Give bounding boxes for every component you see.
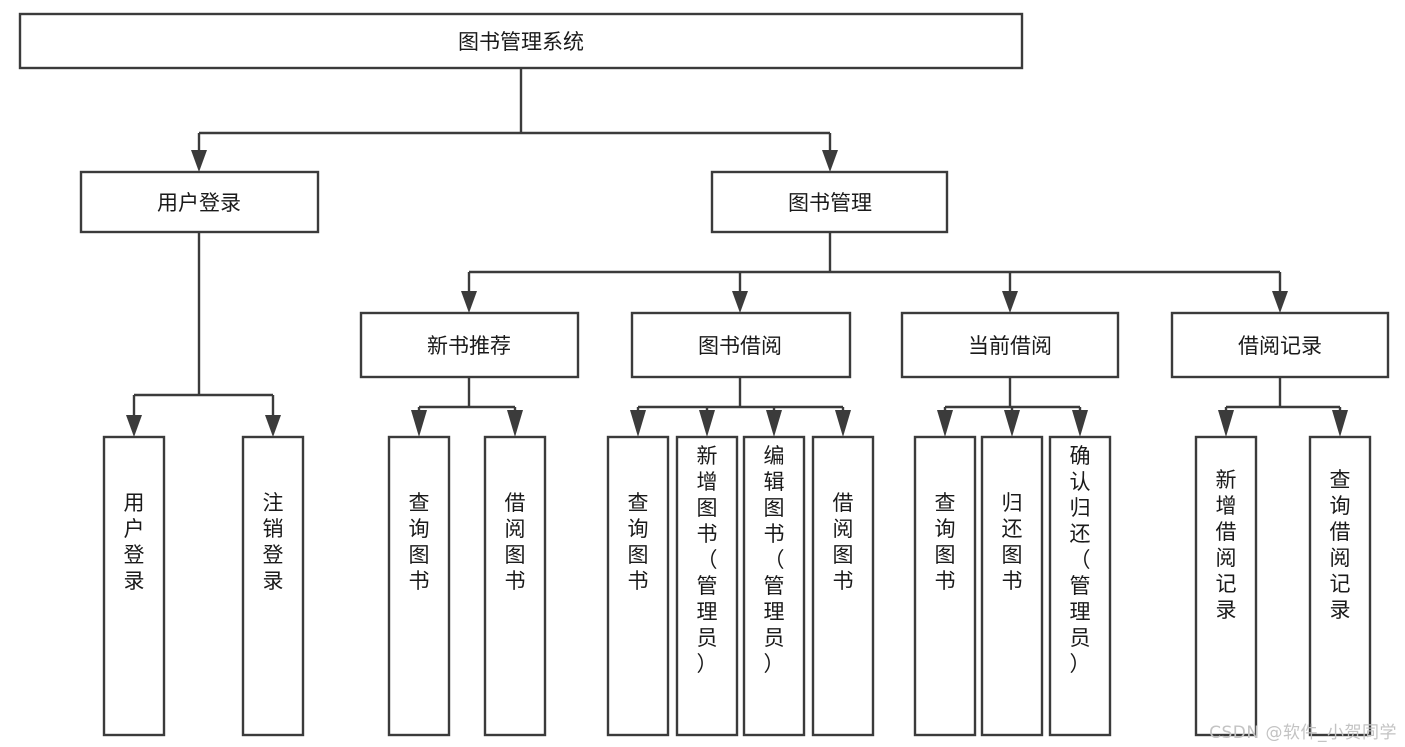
leaf-logout-box[interactable] bbox=[241, 435, 305, 737]
arrow-head-icon bbox=[1272, 291, 1288, 313]
leaf-logout[interactable]: 注销登录 bbox=[241, 435, 305, 737]
leaf-return-book[interactable]: 归还图书 bbox=[980, 435, 1044, 737]
arrow-head-icon bbox=[699, 410, 715, 437]
leaf-borrow-book-label: 借阅图书 bbox=[833, 491, 854, 593]
leaf-query-borrow-record-label: 查询借阅记录 bbox=[1330, 468, 1351, 622]
node-book-borrow-label: 图书借阅 bbox=[698, 334, 782, 358]
node-user-login-label: 用户登录 bbox=[157, 191, 241, 215]
node-borrow-record[interactable]: 借阅记录 bbox=[1170, 311, 1390, 379]
leaf-add-book-admin[interactable]: 新增图书（管理员） bbox=[675, 435, 739, 737]
arrow-head-icon bbox=[630, 410, 646, 437]
node-book-borrow[interactable]: 图书借阅 bbox=[630, 311, 852, 379]
arrow-head-icon bbox=[1002, 291, 1018, 313]
leaf-query-book-current[interactable]: 查询图书 bbox=[913, 435, 977, 737]
node-new-book-recommend-label: 新书推荐 bbox=[427, 334, 511, 358]
node-root[interactable]: 图书管理系统 bbox=[18, 12, 1024, 70]
arrow-head-icon bbox=[766, 410, 782, 437]
leaf-confirm-return-admin[interactable]: 确认归还（管理员） bbox=[1048, 435, 1112, 737]
leaf-confirm-return-admin-box[interactable] bbox=[1048, 435, 1112, 737]
node-user-login[interactable]: 用户登录 bbox=[79, 170, 320, 234]
leaf-borrow-book-box[interactable] bbox=[811, 435, 875, 737]
node-root-label: 图书管理系统 bbox=[458, 30, 584, 54]
leaf-query-book-recommend[interactable]: 查询图书 bbox=[387, 435, 451, 737]
leaf-return-book-box[interactable] bbox=[980, 435, 1044, 737]
leaf-user-login-label: 用户登录 bbox=[124, 491, 145, 593]
leaf-add-book-admin-box[interactable] bbox=[675, 435, 739, 737]
arrow-head-icon bbox=[1332, 410, 1348, 437]
leaf-add-borrow-record-label: 新增借阅记录 bbox=[1216, 468, 1237, 622]
node-root-box[interactable] bbox=[18, 12, 1024, 70]
arrow-head-icon bbox=[411, 410, 427, 437]
node-book-management-label: 图书管理 bbox=[788, 191, 872, 215]
leaf-user-login[interactable]: 用户登录 bbox=[102, 435, 166, 737]
node-current-borrow-box[interactable] bbox=[900, 311, 1120, 379]
connectors-new-book-to-leaves bbox=[411, 377, 523, 437]
arrow-head-icon bbox=[461, 291, 477, 313]
node-new-book-recommend-box[interactable] bbox=[359, 311, 580, 379]
arrow-head-icon bbox=[732, 291, 748, 313]
node-borrow-record-box[interactable] bbox=[1170, 311, 1390, 379]
leaf-edit-book-admin[interactable]: 编辑图书（管理员） bbox=[742, 435, 806, 737]
arrow-head-icon bbox=[1072, 410, 1088, 437]
arrow-head-icon bbox=[191, 150, 207, 172]
arrow-head-icon bbox=[1218, 410, 1234, 437]
leaf-add-borrow-record[interactable]: 新增借阅记录 bbox=[1194, 435, 1258, 737]
leaf-logout-label: 注销登录 bbox=[263, 491, 284, 593]
leaf-borrow-book[interactable]: 借阅图书 bbox=[811, 435, 875, 737]
leaf-add-book-admin-label: 新增图书（管理员） bbox=[697, 444, 718, 676]
arrow-head-icon bbox=[1004, 410, 1020, 437]
arrow-head-icon bbox=[265, 415, 281, 437]
leaf-query-book-current-box[interactable] bbox=[913, 435, 977, 737]
leaf-borrow-book-recommend-box[interactable] bbox=[483, 435, 547, 737]
leaf-edit-book-admin-label: 编辑图书（管理员） bbox=[764, 444, 785, 676]
connectors-borrow-record-to-leaves bbox=[1218, 377, 1348, 437]
connectors-current-borrow-to-leaves bbox=[937, 377, 1088, 437]
leaf-query-borrow-record[interactable]: 查询借阅记录 bbox=[1308, 435, 1372, 737]
node-current-borrow-label: 当前借阅 bbox=[968, 334, 1052, 358]
leaf-return-book-label: 归还图书 bbox=[1002, 491, 1023, 593]
node-user-login-box[interactable] bbox=[79, 170, 320, 234]
connectors-borrow-book-to-leaves bbox=[630, 377, 851, 437]
leaf-query-book-recommend-label: 查询图书 bbox=[409, 491, 430, 593]
leaf-query-book-recommend-box[interactable] bbox=[387, 435, 451, 737]
connectors-book-mgmt-to-level3 bbox=[461, 232, 1288, 313]
node-current-borrow[interactable]: 当前借阅 bbox=[900, 311, 1120, 379]
node-new-book-recommend[interactable]: 新书推荐 bbox=[359, 311, 580, 379]
leaf-user-login-box[interactable] bbox=[102, 435, 166, 737]
arrow-head-icon bbox=[822, 150, 838, 172]
node-book-management-box[interactable] bbox=[710, 170, 949, 234]
connectors-root-to-level2 bbox=[191, 68, 838, 172]
connectors-user-login-to-leaves bbox=[126, 232, 281, 437]
node-book-borrow-box[interactable] bbox=[630, 311, 852, 379]
arrow-head-icon bbox=[507, 410, 523, 437]
leaf-edit-book-admin-box[interactable] bbox=[742, 435, 806, 737]
leaf-add-borrow-record-box[interactable] bbox=[1194, 435, 1258, 737]
leaf-borrow-book-recommend[interactable]: 借阅图书 bbox=[483, 435, 547, 737]
arrow-head-icon bbox=[126, 415, 142, 437]
leaf-query-book-borrow[interactable]: 查询图书 bbox=[606, 435, 670, 737]
node-book-management[interactable]: 图书管理 bbox=[710, 170, 949, 234]
leaf-query-book-borrow-label: 查询图书 bbox=[628, 491, 649, 593]
leaf-confirm-return-admin-label: 确认归还（管理员） bbox=[1070, 444, 1091, 676]
leaf-query-borrow-record-box[interactable] bbox=[1308, 435, 1372, 737]
leaf-borrow-book-recommend-label: 借阅图书 bbox=[505, 491, 526, 593]
arrow-head-icon bbox=[835, 410, 851, 437]
leaf-query-book-borrow-box[interactable] bbox=[606, 435, 670, 737]
leaf-query-book-current-label: 查询图书 bbox=[935, 491, 956, 593]
node-borrow-record-label: 借阅记录 bbox=[1238, 334, 1322, 358]
arrow-head-icon bbox=[937, 410, 953, 437]
